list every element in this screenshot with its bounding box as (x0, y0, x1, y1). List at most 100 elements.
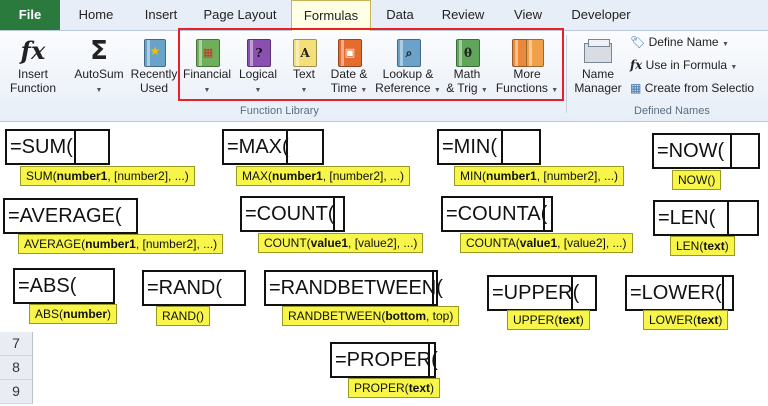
formula-cell-len[interactable]: =LEN( (653, 200, 759, 236)
group-separator (566, 35, 567, 113)
more-functions-button[interactable]: More Functions ▼ (494, 35, 560, 98)
formula-cell-randbetween[interactable]: =RANDBETWEEN( (264, 270, 443, 306)
name-manager-icon (570, 35, 626, 67)
tooltip-upper: UPPER(text) (507, 310, 590, 330)
chevron-down-icon: ▼ (300, 87, 308, 94)
active-cell-cursor (543, 196, 553, 232)
formula-cell-count[interactable]: =COUNT( (240, 196, 345, 232)
tip-arg: number (63, 307, 108, 321)
formula-text: =COUNTA( (446, 203, 548, 225)
math-trig-button[interactable]: θ Math & Trig ▼ (444, 35, 490, 98)
insert-function-button[interactable]: fx Insert Function (4, 35, 62, 95)
tip-rest: , top) (426, 309, 454, 323)
tip-arg: text (697, 313, 719, 327)
lookup-label-1: Lookup & (382, 67, 434, 81)
formula-cell-lower[interactable]: =LOWER( (625, 275, 734, 311)
tip-fn: RAND() (162, 309, 204, 323)
tab-developer[interactable]: Developer (571, 7, 631, 22)
tip-arg: text (558, 313, 580, 327)
formula-text: =UPPER( (492, 282, 580, 304)
financial-book-icon: ▦ (182, 35, 232, 67)
formula-cell-sum[interactable]: =SUM( (5, 129, 110, 165)
tab-data[interactable]: Data (386, 7, 414, 22)
formula-text: =AVERAGE( (8, 205, 122, 227)
sigma-icon: Σ (90, 36, 108, 66)
text-button[interactable]: A Text ▼ (284, 35, 324, 98)
formula-cell-rand[interactable]: =RAND( (142, 270, 246, 306)
name-manager-label-1: Name (581, 67, 614, 81)
active-cell-cursor (286, 129, 324, 165)
tip-rest: ) (107, 307, 112, 321)
tooltip-average: AVERAGE(number1, [number2], ...) (18, 234, 224, 254)
chevron-down-icon: ▼ (480, 87, 488, 94)
formula-cell-average[interactable]: =AVERAGE( (3, 198, 138, 234)
formula-cell-counta[interactable]: =COUNTA( (441, 196, 553, 232)
date-time-button[interactable]: ▣ Date & Time ▼ (328, 35, 370, 98)
tip-arg: bottom (385, 309, 426, 323)
tip-arg: number1 (85, 237, 136, 251)
math-label-1: Math (453, 67, 481, 81)
tooltip-count: COUNT(value1, [value2], ...) (258, 233, 424, 253)
tip-fn: SUM( (26, 169, 57, 183)
define-name-button[interactable]: 🏷 Define Name ▼ (630, 35, 729, 49)
formula-cell-min[interactable]: =MIN( (437, 129, 541, 165)
financial-button[interactable]: ▦ Financial ▼ (182, 35, 232, 98)
tooltip-max: MAX(number1, [number2], ...) (236, 166, 411, 186)
active-cell-cursor (432, 270, 438, 306)
create-from-selection-button[interactable]: ▦ Create from Selectio (630, 81, 754, 95)
chevron-down-icon: ▼ (551, 87, 559, 94)
use-in-formula-label: Use in Formula (645, 58, 728, 72)
chevron-down-icon: ▼ (730, 64, 738, 71)
tip-fn: UPPER( (513, 313, 559, 327)
formula-text: =MIN( (442, 136, 497, 158)
name-manager-button[interactable]: Name Manager (570, 35, 626, 95)
formula-text: =NOW( (657, 140, 725, 162)
star-book-icon: ★ (128, 35, 180, 67)
formula-text: =LEN( (658, 207, 716, 229)
formula-text: =SUM( (10, 136, 73, 158)
tooltip-randbetween: RANDBETWEEN(bottom, top) (282, 306, 460, 326)
tab-review[interactable]: Review (441, 7, 485, 22)
formula-cell-max[interactable]: =MAX( (222, 129, 324, 165)
tab-view[interactable]: View (514, 7, 542, 22)
tip-fn: LEN( (676, 239, 704, 253)
lookup-reference-button[interactable]: ⌕ Lookup & Reference ▼ (374, 35, 442, 98)
row-header[interactable]: 9 (0, 380, 33, 404)
tip-rest: ) (579, 313, 584, 327)
financial-label: Financial (182, 67, 232, 81)
tip-fn: MIN( (460, 169, 486, 183)
formula-cell-upper[interactable]: =UPPER( (487, 275, 597, 311)
tab-home[interactable]: Home (78, 7, 114, 22)
logical-button[interactable]: ? Logical ▼ (235, 35, 281, 98)
active-cell-cursor (727, 200, 759, 236)
tooltip-len: LEN(text) (670, 236, 735, 256)
lookup-label-2-wrap: Reference ▼ (374, 81, 442, 98)
tab-formulas[interactable]: Formulas (291, 0, 371, 31)
tip-fn: ABS( (35, 307, 64, 321)
formula-cell-abs[interactable]: =ABS( (13, 268, 115, 304)
math-book-icon: θ (444, 35, 490, 67)
tip-fn: NOW() (678, 173, 716, 187)
tab-file[interactable]: File (0, 0, 60, 30)
tab-insert[interactable]: Insert (144, 7, 178, 22)
ribbon-tab-bar: File Home Insert Page Layout Formulas Da… (0, 0, 768, 31)
tip-arg: value1 (310, 236, 349, 250)
row-header[interactable]: 8 (0, 356, 33, 380)
active-cell-cursor (428, 342, 436, 378)
tip-rest: ) (724, 239, 729, 253)
more-functions-label-1: More (513, 67, 541, 81)
formula-cell-now[interactable]: =NOW( (652, 133, 760, 169)
more-functions-label-2-wrap: Functions ▼ (494, 81, 560, 98)
formula-text: =LOWER( (630, 282, 722, 304)
autosum-button[interactable]: Σ AutoSum ▼ (70, 35, 128, 98)
formula-text: =RAND( (147, 277, 223, 299)
formula-cell-proper[interactable]: =PROPER( (330, 342, 438, 378)
row-header[interactable]: 7 (0, 332, 33, 356)
logical-book-icon: ? (235, 35, 281, 67)
recently-used-button[interactable]: ★ Recently Used (128, 35, 180, 95)
tab-page-layout[interactable]: Page Layout (203, 7, 277, 22)
name-manager-label-2: Manager (574, 81, 622, 95)
tip-fn: LOWER( (649, 313, 697, 327)
use-in-formula-button[interactable]: fx Use in Formula ▼ (630, 58, 737, 72)
tip-rest: , [number2], ...) (107, 169, 189, 183)
